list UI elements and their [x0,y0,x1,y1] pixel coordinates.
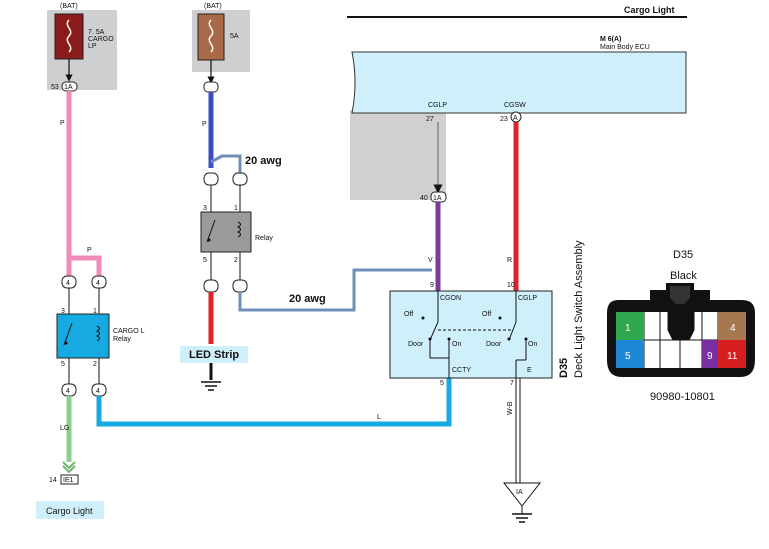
ground-ia-label: IA [516,489,523,496]
awg-mid-label: 20 awg [289,293,326,305]
svg-text:5: 5 [625,351,631,362]
ecu-pin-cglp-num: 27 [426,116,434,123]
svg-text:On: On [452,341,461,348]
switch-name: Deck Light Switch Assembly [573,240,585,378]
svg-text:5: 5 [61,361,65,368]
fuse1-pin-num: 53 [51,84,59,91]
svg-text:Door: Door [486,341,502,348]
svg-text:11: 11 [727,351,738,362]
ground-ia-symbol [502,482,542,507]
fuse1-name2: LP [88,43,97,50]
svg-text:3: 3 [203,205,207,212]
connector-part: 90980-10801 [650,391,715,403]
svg-text:10: 10 [507,282,515,289]
ecu-pin-cglp-label: CGLP [428,102,447,109]
cargo-light-box [36,501,104,519]
led-strip-box [180,346,248,363]
fuse1-symbol [66,19,72,53]
svg-text:2: 2 [93,361,97,368]
ecu-name: Main Body ECU [600,44,650,51]
deck-light-switch-assembly [389,290,553,379]
led-strip-label: LED Strip [189,349,239,361]
wire-v-label: V [428,257,433,264]
wire-r-label: R [507,257,512,264]
svg-text:1: 1 [93,308,97,315]
relay1-label2: Relay [113,336,131,343]
wire-pink-jumper-label: P [87,247,92,254]
switch-cglp: CGLP [518,295,537,302]
connector-pin-1 [616,312,644,340]
relay-2 [200,211,252,253]
ecu-pin40-conn: 1A [433,195,442,202]
connector-pin-5 [616,340,644,368]
svg-text:On: On [528,341,537,348]
fuse2-rating: 5A [230,33,239,40]
svg-text:2: 2 [234,257,238,264]
ecu-id: M 6(A) [600,36,621,43]
connector-color: Black [670,270,697,282]
svg-text:5: 5 [440,380,444,387]
connector-pin-9 [702,340,718,368]
cargo-light-pin-num: 14 [49,477,57,484]
cargo-l-relay [56,313,110,359]
connector-pin-11 [718,340,746,368]
svg-text:4: 4 [66,388,70,395]
svg-text:7: 7 [510,380,514,387]
cargo-light-pin-conn: IE1 [63,477,74,484]
svg-text:1: 1 [234,205,238,212]
wire-pink-jumper [69,255,102,278]
wire-l-label: L [377,414,381,421]
svg-text:Off: Off [404,311,413,318]
awg-top-label: 20 awg [245,155,282,167]
ecu-connector-panel [350,110,446,200]
main-body-ecu [351,51,687,114]
svg-text:Off: Off [482,311,491,318]
ecu-pin40-num: 40 [420,195,428,202]
svg-text:9: 9 [430,282,434,289]
wire-l [96,378,452,427]
wire-blue-label: P [202,121,207,128]
svg-text:5: 5 [203,257,207,264]
wire-pink-label: P [60,120,65,127]
switch-e: E [527,367,532,374]
diagram-title: Cargo Light [624,5,675,15]
svg-text:4: 4 [96,280,100,287]
relay2-label: Relay [255,235,273,242]
fuse2-symbol [208,19,214,53]
fuse1-source: (BAT) [60,3,78,10]
wire-wb-label: W-B [507,401,514,415]
svg-text:Door: Door [408,341,424,348]
wire-awg-mid [238,268,432,312]
connector-pin-4 [718,312,746,340]
relay1-label1: CARGO L [113,328,145,335]
switch-id: D35 [558,358,570,378]
svg-text:4: 4 [730,323,736,334]
fuse2-source: (BAT) [204,3,222,10]
ecu-pin-cgsw-conn: A [513,115,518,122]
fuse1-rating: 7. 5A [88,29,105,36]
cargo-light-label: Cargo Light [46,506,93,516]
ecu-pin-cgsw-num: 23 [500,116,508,123]
svg-text:9: 9 [707,351,713,362]
fuse1-pin-conn: 1A [64,84,73,91]
svg-text:1: 1 [625,323,631,334]
switch-ccty: CCTY [452,367,471,374]
wire-green-label: LG [60,425,69,432]
svg-text:3: 3 [61,308,65,315]
fuse1-name1: CARGO [88,36,114,43]
switch-cgon: CGON [440,295,461,302]
svg-text:4: 4 [66,280,70,287]
svg-text:4: 4 [96,388,100,395]
ecu-pin-cgsw-label: CGSW [504,102,526,109]
wire-awg-top [210,154,242,176]
connector-id: D35 [673,249,693,261]
